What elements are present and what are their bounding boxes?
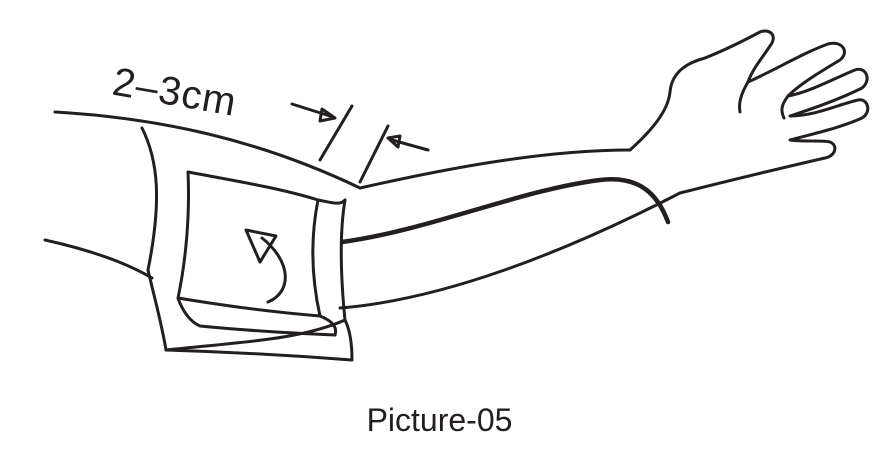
cuff-inner-panel xyxy=(176,170,347,337)
measurement-marks xyxy=(290,102,430,184)
figure-caption: Picture-05 xyxy=(366,402,513,438)
air-hose xyxy=(339,176,671,245)
upper-arm-outline xyxy=(43,110,362,280)
forearm-outline xyxy=(338,148,682,310)
measurement-label: 2–3cm xyxy=(109,60,240,125)
cuff-outer-band xyxy=(140,126,354,362)
wrap-direction-arrow xyxy=(244,228,287,304)
hand-outline xyxy=(628,29,870,195)
